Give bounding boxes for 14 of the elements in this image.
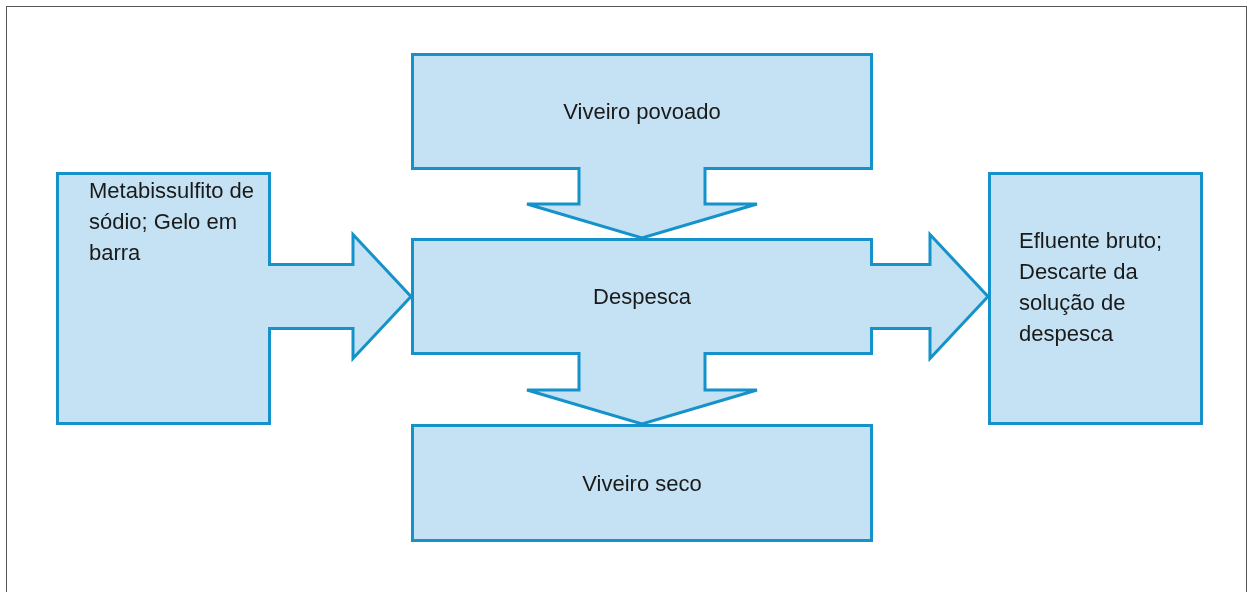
block-arrow xyxy=(525,350,759,426)
box-label: Viveiro seco xyxy=(582,469,702,498)
box-label: Efluente bruto; Descarte da solução de despesca xyxy=(1019,227,1164,348)
process-box xyxy=(988,172,1203,425)
block-arrow xyxy=(266,230,414,363)
block-arrow xyxy=(868,230,991,363)
box-label: Viveiro povoado xyxy=(563,98,721,126)
process-box xyxy=(411,424,873,542)
box-label: Despesca xyxy=(593,283,691,311)
box-label: Metabissulfito de sódio; Gelo em barra xyxy=(89,177,256,267)
process-box xyxy=(56,172,271,425)
process-box xyxy=(411,238,873,355)
block-arrow xyxy=(525,165,759,240)
process-box xyxy=(411,53,873,170)
